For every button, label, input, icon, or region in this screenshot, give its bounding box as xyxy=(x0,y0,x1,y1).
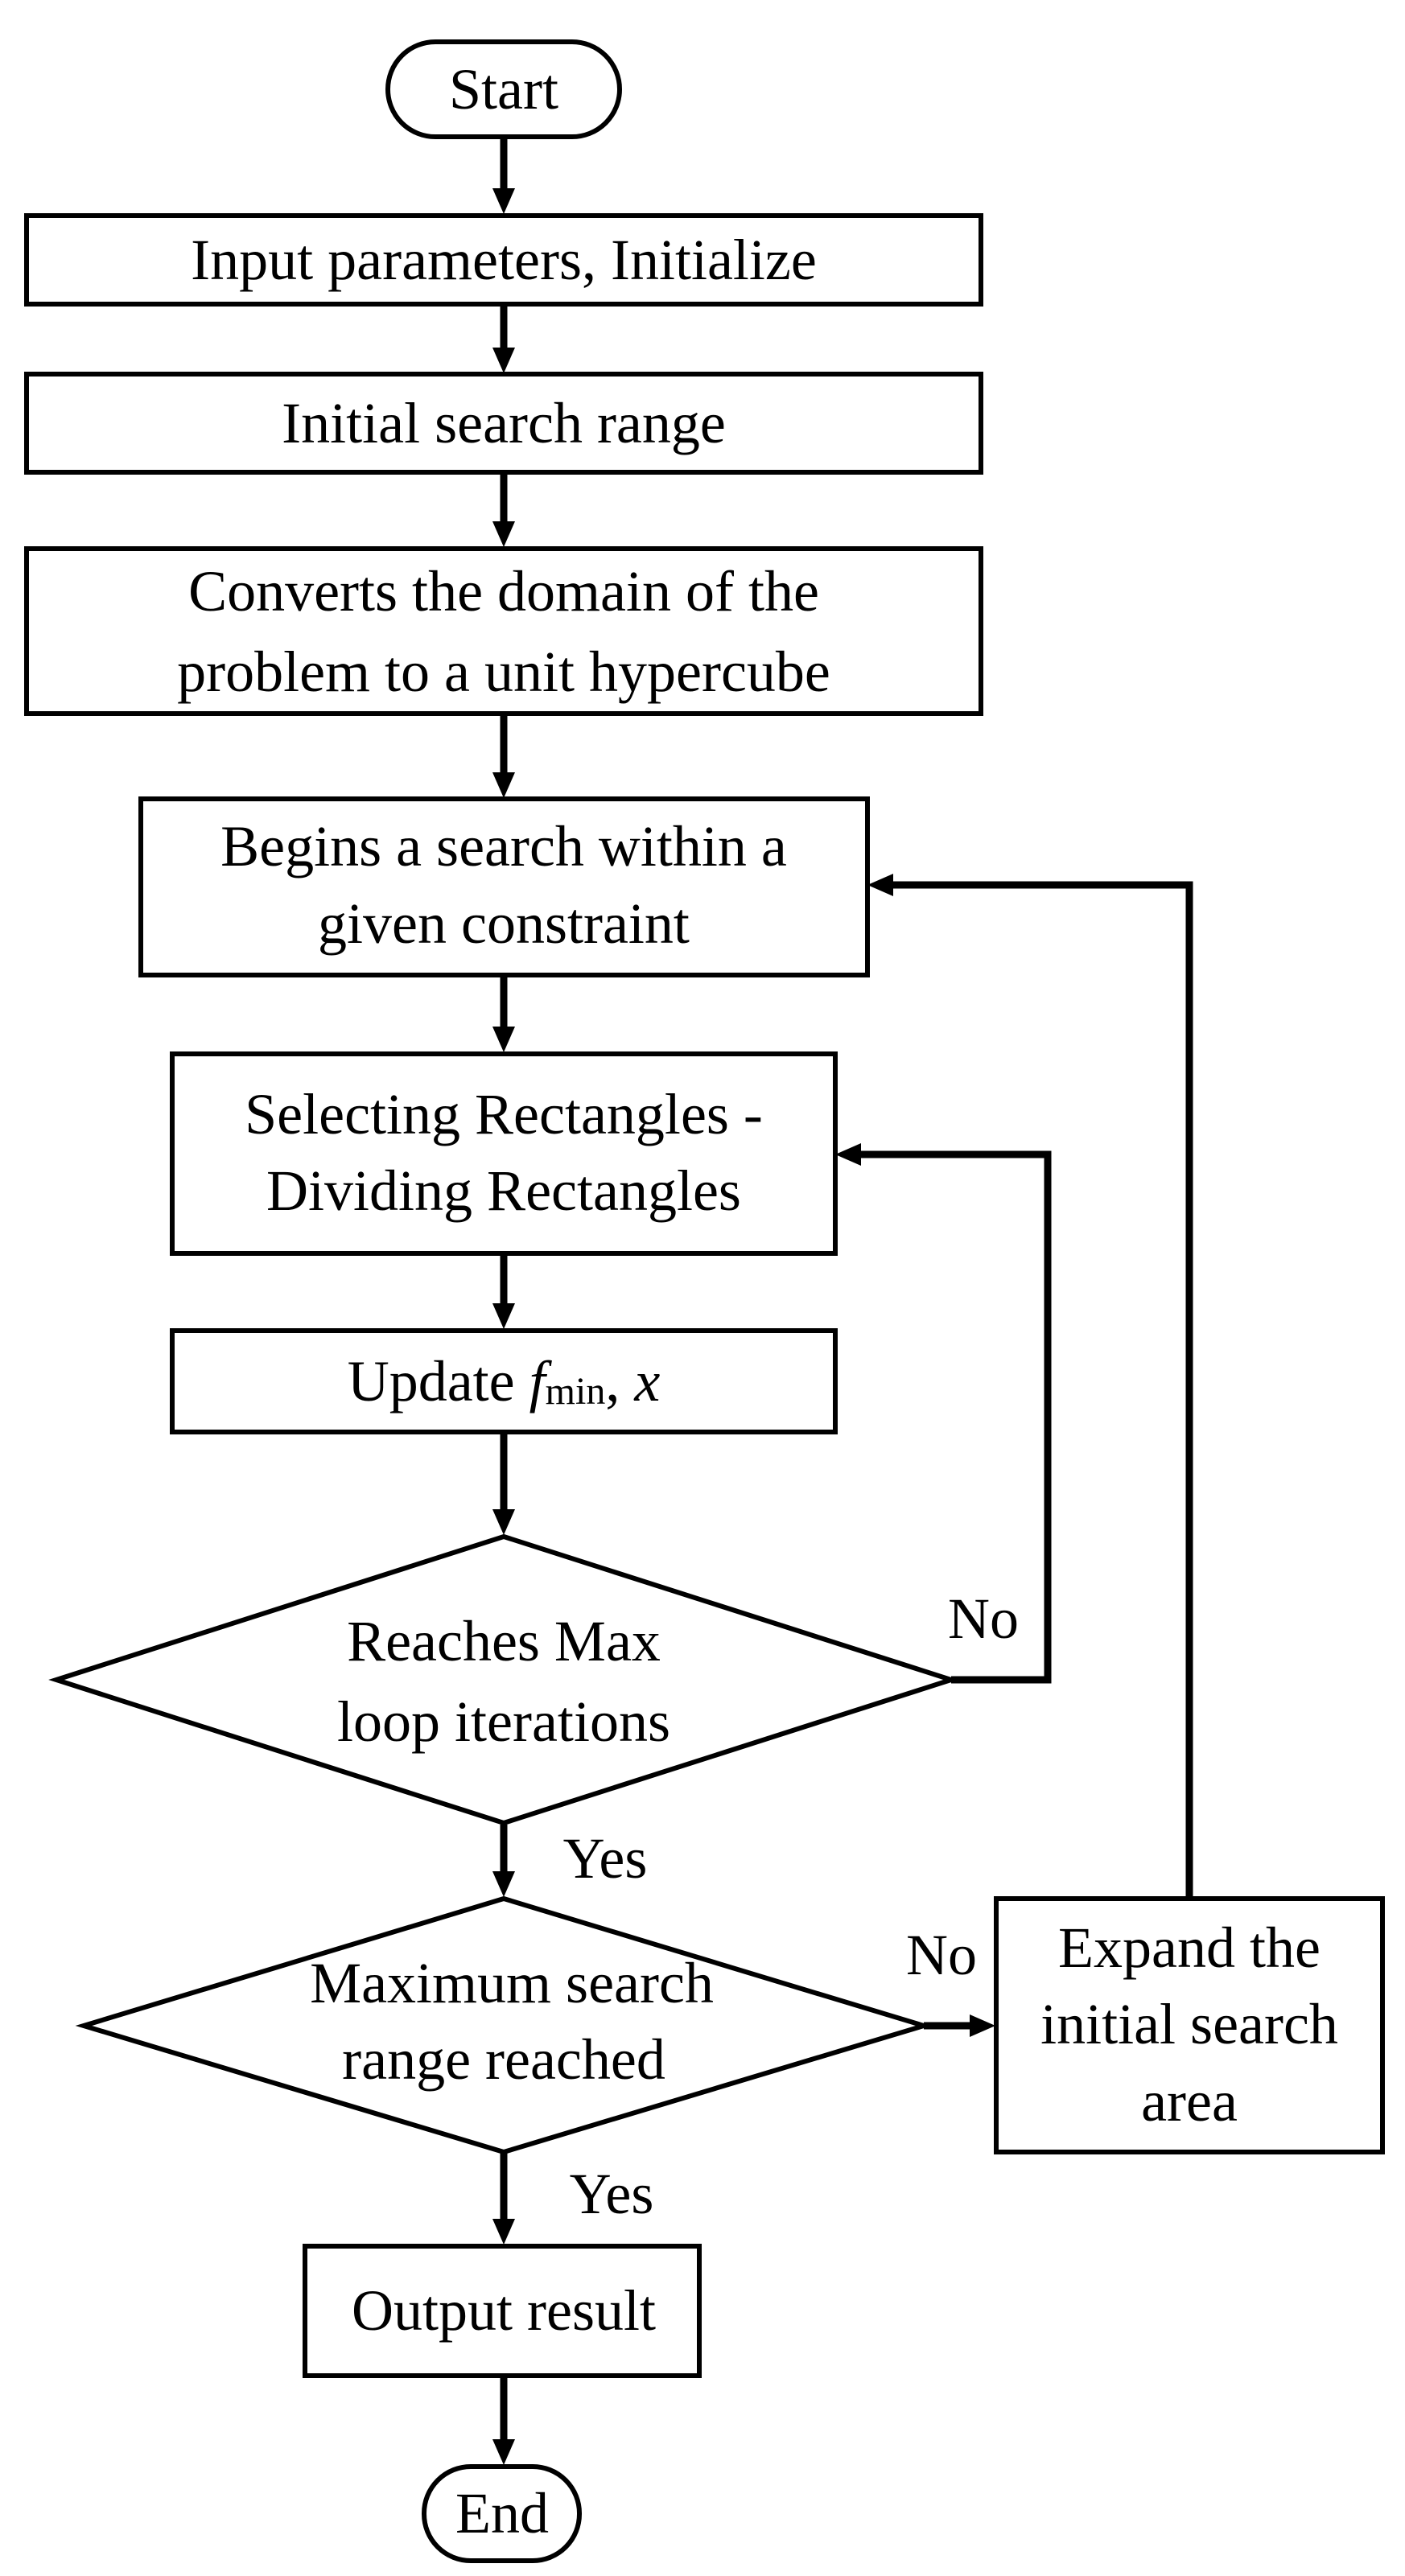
arrowhead xyxy=(492,2439,515,2465)
update-separator: , xyxy=(605,1349,634,1414)
end-terminal: End xyxy=(422,2464,582,2563)
arrowhead xyxy=(492,772,515,798)
loop-no-label: No xyxy=(948,1586,1019,1651)
output-result-label: Output result xyxy=(352,2278,656,2343)
max-range-decision: Maximum search range reached xyxy=(75,1895,933,2155)
connectors xyxy=(492,137,1193,2465)
initial-search-range-box: Initial search range xyxy=(24,372,983,475)
max-range-line-1: Maximum search xyxy=(310,1951,714,2015)
update-prefix: Update xyxy=(348,1349,529,1414)
arrowhead xyxy=(492,2219,515,2245)
begin-search-line-1: Begins a search within a xyxy=(220,814,787,879)
loop-yes-label: Yes xyxy=(563,1826,648,1891)
begin-search-box: Begins a search within a given constrain… xyxy=(138,796,870,977)
begin-search-line-2: given constraint xyxy=(318,891,690,956)
max-loop-line-1: Reaches Max xyxy=(347,1609,661,1673)
expand-search-area-box: Expand the initial search area xyxy=(994,1896,1385,2154)
initial-search-range-label: Initial search range xyxy=(282,391,726,455)
select-divide-line-1: Selecting Rectangles - xyxy=(245,1082,763,1146)
end-label: End xyxy=(455,2481,549,2545)
start-label: Start xyxy=(449,57,558,121)
arrowhead xyxy=(867,874,893,896)
select-divide-line-2: Dividing Rectangles xyxy=(266,1158,741,1223)
convert-domain-line-2: problem to a unit hypercube xyxy=(177,640,830,704)
arrowhead xyxy=(492,1871,515,1897)
select-divide-rectangles-box: Selecting Rectangles - Dividing Rectangl… xyxy=(170,1051,838,1256)
arrowhead xyxy=(835,1143,861,1166)
range-no-label: No xyxy=(906,1923,977,1987)
convert-domain-box: Converts the domain of the problem to a … xyxy=(24,546,983,716)
convert-domain-line-1: Converts the domain of the xyxy=(188,559,819,623)
arrow-expand-feedback xyxy=(893,881,1193,1899)
arrow-loop-no-feedback xyxy=(861,1150,1052,1684)
max-range-line-2: range reached xyxy=(342,2027,665,2092)
input-parameters-label: Input parameters, Initialize xyxy=(191,228,817,292)
expand-line-1: Expand the xyxy=(1058,1916,1321,1980)
update-fmin-box: Update fmin, x xyxy=(170,1328,838,1434)
range-yes-label: Yes xyxy=(570,2162,654,2226)
arrowhead xyxy=(492,348,515,373)
update-subscript: min xyxy=(546,1370,606,1413)
expand-line-2: initial search xyxy=(1040,1992,1338,2056)
arrowhead xyxy=(492,1027,515,1052)
arrowhead xyxy=(492,521,515,547)
update-x-symbol: x xyxy=(633,1349,660,1414)
branch-labels: No Yes No Yes xyxy=(563,1586,1019,2226)
arrowhead xyxy=(492,1509,515,1535)
output-result-box: Output result xyxy=(303,2244,702,2378)
max-loop-decision: Reaches Max loop iterations xyxy=(48,1533,959,1826)
input-parameters-box: Input parameters, Initialize xyxy=(24,213,983,307)
max-loop-line-2: loop iterations xyxy=(337,1689,670,1754)
expand-line-3: area xyxy=(1141,2069,1238,2134)
arrowhead xyxy=(970,2014,995,2037)
arrowhead xyxy=(492,1303,515,1329)
update-fmin-label: Update fmin, x xyxy=(348,1349,661,1414)
arrowhead xyxy=(492,188,515,214)
start-terminal: Start xyxy=(385,39,622,139)
